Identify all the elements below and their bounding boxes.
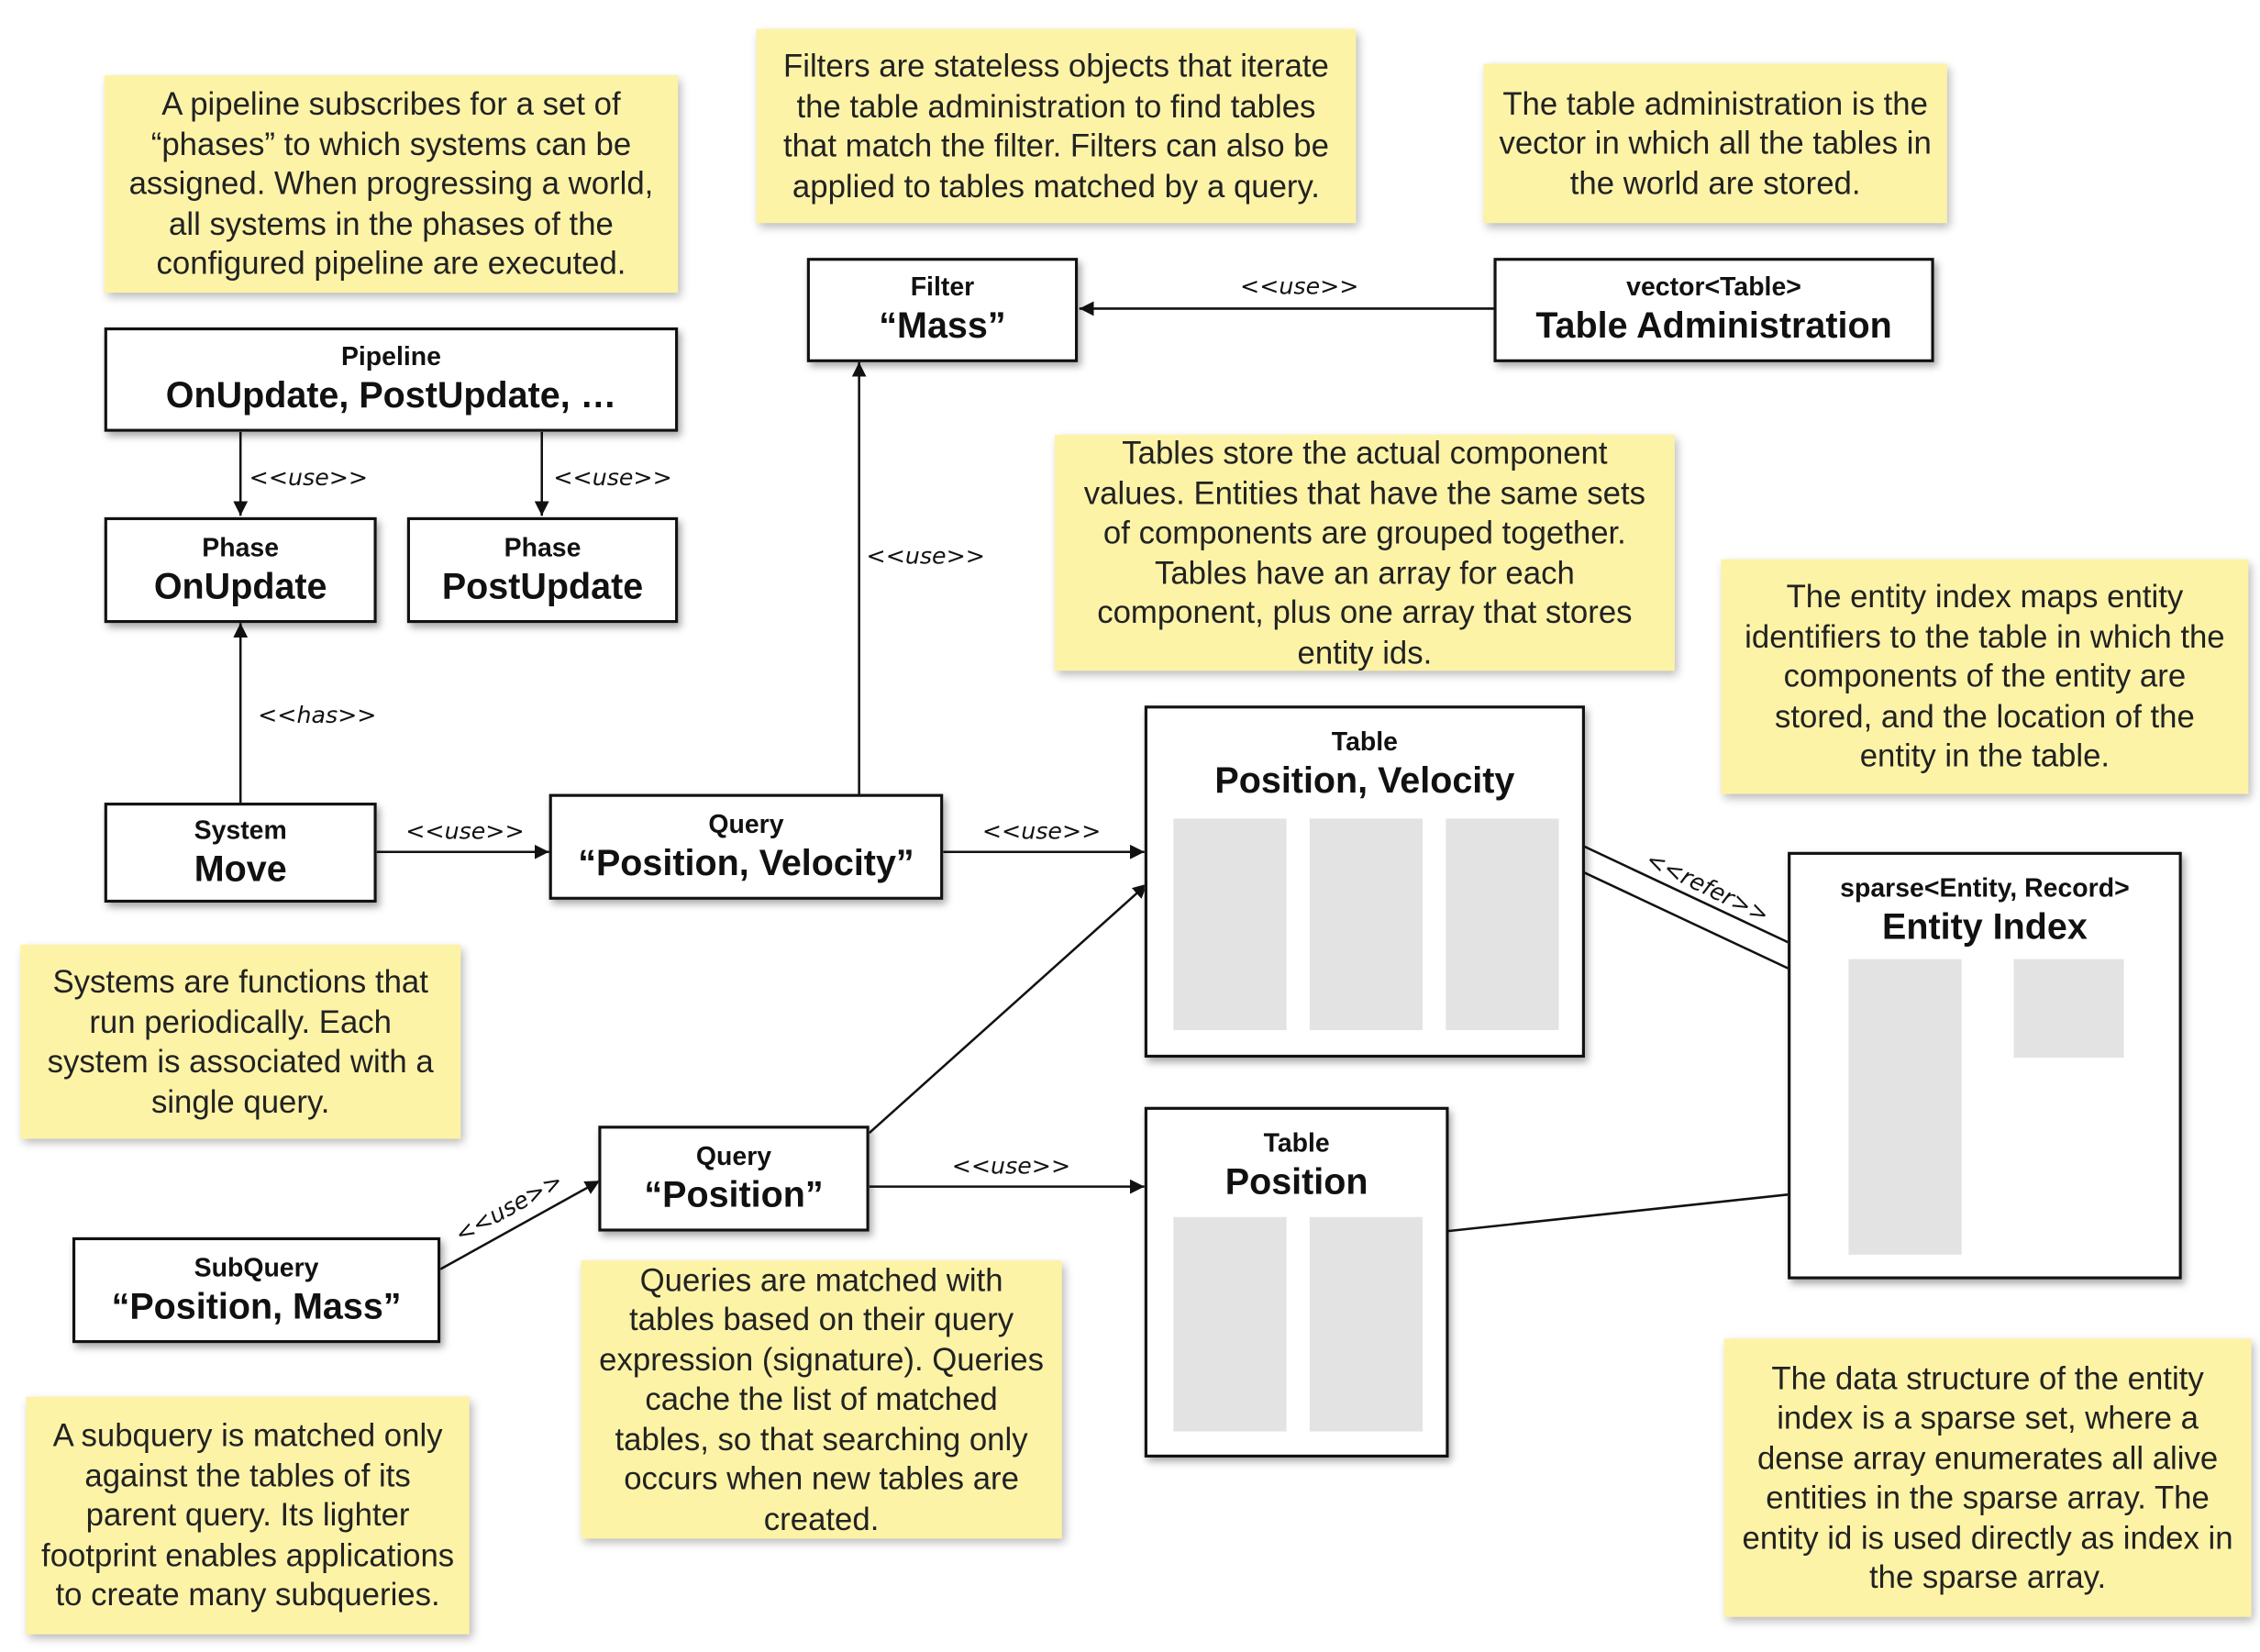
note-systems-text: Systems are functions that run periodica… [47, 963, 434, 1120]
note-queries: Queries are matched with tables based on… [581, 1260, 1062, 1539]
note-subquery-text: A subquery is matched only against the t… [41, 1417, 455, 1613]
label-refer: <<refer>> [1642, 846, 1773, 928]
phase-onupdate-name: OnUpdate [153, 565, 327, 607]
note-table-administration-text: The table administration is the vector i… [1499, 84, 1932, 202]
table-administration-name: Table Administration [1535, 305, 1892, 347]
table-position-kind: Table [1263, 1128, 1330, 1159]
note-pipeline-text: A pipeline subscribes for a set of “phas… [128, 85, 654, 282]
query-position-box: Query “Position” [598, 1125, 870, 1232]
subquery-name: “Position, Mass” [111, 1285, 402, 1327]
subquery-box: SubQuery “Position, Mass” [72, 1236, 441, 1344]
pipeline-kind: Pipeline [340, 341, 441, 371]
note-sparse-set: The data structure of the entity index i… [1723, 1338, 2252, 1617]
label-use-pipeline-onupdate: <<use>> [249, 464, 368, 491]
note-tables-text: Tables store the actual component values… [1083, 434, 1646, 671]
note-entity-index: The entity index maps entity identifiers… [1721, 559, 2249, 794]
system-name: Move [194, 848, 287, 890]
label-use-pipeline-postupdate: <<use>> [553, 464, 671, 491]
note-filters-text: Filters are stateless objects that itera… [783, 48, 1329, 204]
table-administration-kind: vector<Table> [1626, 272, 1801, 302]
query-position-name: “Position” [644, 1174, 824, 1215]
note-systems: Systems are functions that run periodica… [20, 944, 461, 1139]
label-use-admin-filter: <<use>> [1240, 273, 1358, 300]
table-position-velocity-name: Position, Velocity [1214, 760, 1515, 802]
arrow-subquery-to-query-position [439, 1180, 601, 1270]
filter-box: Filter “Mass” [806, 258, 1079, 362]
label-use-query-table-pv: <<use>> [982, 818, 1101, 845]
note-queries-text: Queries are matched with tables based on… [599, 1261, 1044, 1537]
query-position-kind: Query [695, 1140, 772, 1170]
filter-name: “Mass” [879, 305, 1006, 347]
label-use-query-filter: <<use>> [867, 542, 985, 569]
arrow-query-position-to-table-pv [868, 882, 1148, 1135]
query-position-velocity-box: Query “Position, Velocity” [548, 793, 944, 900]
subquery-kind: SubQuery [194, 1252, 319, 1282]
entity-index-name: Entity Index [1882, 906, 2088, 948]
phase-postupdate-name: PostUpdate [441, 565, 644, 607]
filter-kind: Filter [910, 272, 975, 302]
pipeline-box: Pipeline OnUpdate, PostUpdate, … [104, 327, 679, 432]
entity-index-box: sparse<Entity, Record> Entity Index [1788, 851, 2182, 1280]
system-box: System Move [104, 803, 377, 904]
sparse-array [2013, 959, 2124, 1059]
component-column [1309, 818, 1424, 1031]
table-administration-box: vector<Table> Table Administration [1493, 258, 1934, 362]
table-position-velocity-box: Table Position, Velocity [1144, 705, 1585, 1059]
phase-postupdate-kind: Phase [504, 532, 582, 562]
entity-index-kind: sparse<Entity, Record> [1840, 873, 2130, 904]
note-entity-index-text: The entity index maps entity identifiers… [1745, 578, 2225, 774]
note-pipeline: A pipeline subscribes for a set of “phas… [104, 75, 679, 294]
entity-id-column [1309, 1216, 1424, 1432]
table-position-velocity-kind: Table [1331, 726, 1398, 757]
dense-array [1848, 959, 1962, 1255]
label-has: <<has>> [258, 702, 376, 728]
phase-onupdate-kind: Phase [202, 532, 280, 562]
note-filters: Filters are stateless objects that itera… [756, 28, 1357, 224]
note-sparse-set-text: The data structure of the entity index i… [1742, 1359, 2233, 1596]
component-column [1173, 818, 1287, 1031]
table-position-name: Position [1224, 1161, 1368, 1203]
arrow-dense-to-table-p [1416, 1186, 1849, 1240]
phase-postupdate-box: Phase PostUpdate [406, 516, 679, 624]
note-table-administration: The table administration is the vector i… [1483, 63, 1947, 224]
note-tables: Tables store the actual component values… [1054, 434, 1675, 671]
label-use-query-table-p: <<use>> [952, 1152, 1070, 1179]
label-use-system-query: <<use>> [405, 818, 524, 845]
query-position-velocity-name: “Position, Velocity” [578, 842, 914, 883]
query-position-velocity-kind: Query [708, 809, 784, 838]
pipeline-name: OnUpdate, PostUpdate, … [165, 375, 617, 416]
entity-id-column [1446, 818, 1559, 1031]
system-kind: System [194, 815, 287, 845]
phase-onupdate-box: Phase OnUpdate [104, 516, 377, 624]
table-position-box: Table Position [1144, 1106, 1449, 1458]
note-subquery: A subquery is matched only against the t… [26, 1396, 470, 1635]
component-column [1173, 1216, 1287, 1432]
